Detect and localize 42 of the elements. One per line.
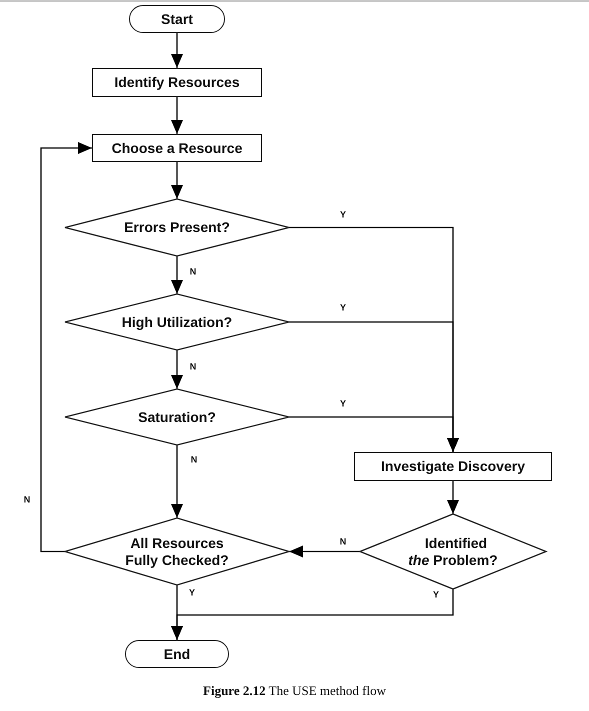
arrow <box>171 256 183 294</box>
decision-diamond <box>65 389 289 445</box>
decision-diamond <box>65 199 289 256</box>
edge-label: Y <box>188 588 196 598</box>
decision-diamond <box>65 294 289 350</box>
edge-label: Y <box>339 400 347 408</box>
edge-label: Y <box>432 590 440 600</box>
arrow <box>447 481 459 514</box>
edge-label: N <box>188 268 198 276</box>
edge-label: N <box>22 496 32 504</box>
node-label: Errors Present? <box>124 219 230 236</box>
decision-diamond <box>360 514 546 589</box>
node-label: Investigate Discovery <box>381 458 525 475</box>
node-label: Choose a Resource <box>112 140 242 156</box>
arrow <box>171 350 183 389</box>
figure-caption: Figure 2.12 The USE method flow <box>203 683 386 699</box>
process-box <box>92 134 262 162</box>
terminal-pill <box>129 5 225 33</box>
edge-label: N <box>338 538 348 546</box>
edge-label: Y <box>339 304 347 312</box>
node-label: Identified the Problem? <box>408 534 498 568</box>
terminal-pill <box>125 640 229 668</box>
arrow <box>171 97 183 134</box>
node-label: Saturation? <box>138 408 216 426</box>
node-label: High Utilization? <box>122 314 232 330</box>
arrow <box>289 416 459 452</box>
process-box <box>92 68 262 97</box>
decision-diamond <box>65 518 289 585</box>
edge-label: N <box>188 362 198 372</box>
edge-label: Y <box>339 210 347 220</box>
arrow <box>171 162 183 199</box>
arrow <box>171 445 183 518</box>
arrow <box>171 33 183 68</box>
edge-label: N <box>190 456 198 464</box>
node-label: End <box>164 646 190 662</box>
node-label: Start <box>161 10 193 28</box>
node-label: All Resources Fully Checked? <box>124 534 230 568</box>
arrow <box>289 546 360 558</box>
process-box <box>354 452 552 481</box>
arrow <box>40 142 92 552</box>
arrow <box>171 589 454 640</box>
node-label: Identify Resources <box>114 74 240 91</box>
